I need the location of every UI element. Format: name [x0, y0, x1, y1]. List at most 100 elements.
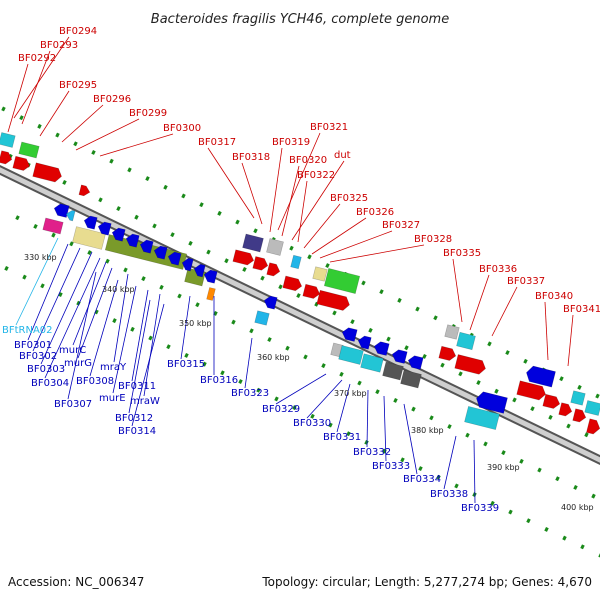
gene-arrow: [167, 251, 182, 266]
gene-arrow: [72, 226, 106, 250]
leader-line: [452, 258, 463, 323]
forward-gene-label: BF0321: [310, 122, 348, 133]
gene-arrow: [32, 162, 62, 183]
forward-gene-label: BF0295: [59, 80, 97, 91]
tick-mark: [296, 293, 301, 299]
gene-arrow: [97, 221, 112, 236]
tick-mark: [127, 167, 132, 173]
gene-arrow: [111, 227, 126, 242]
tick-mark: [379, 289, 384, 295]
reverse-gene-label: BF0332: [353, 447, 391, 458]
tick-mark: [69, 241, 74, 247]
tick-mark: [231, 319, 236, 325]
tick-mark: [292, 405, 297, 411]
gene-arrow: [357, 335, 372, 350]
forward-gene-label: BF0294: [59, 26, 97, 37]
tick-mark: [33, 223, 38, 229]
reverse-gene-label: BF0330: [293, 418, 331, 429]
leader-line: [131, 289, 149, 382]
leader-line: [44, 257, 101, 379]
gene-arrow: [516, 380, 546, 401]
tick-mark: [123, 267, 128, 273]
tick-mark: [454, 483, 459, 489]
tick-mark: [447, 424, 452, 429]
reverse-gene-label: BF0301: [14, 340, 52, 351]
tick-mark: [109, 158, 114, 164]
reverse-gene-label: BF0308: [76, 376, 114, 387]
leader-line: [269, 147, 283, 233]
tick-mark: [177, 293, 182, 299]
gene-arrow: [78, 184, 91, 197]
reverse-gene-label: BF0304: [31, 378, 69, 389]
tick-mark: [555, 476, 560, 482]
gene-arrow: [316, 289, 350, 311]
gene-arrow: [252, 256, 269, 271]
tick-mark: [303, 354, 308, 360]
tick-mark: [238, 379, 243, 384]
tick-mark: [487, 341, 492, 347]
tick-mark: [224, 258, 229, 264]
gene-arrow: [263, 295, 278, 310]
genome-backbone: [0, 165, 600, 465]
gene-arrow: [584, 400, 600, 416]
reverse-gene-label: BF0312: [115, 413, 153, 424]
tick-mark: [22, 274, 27, 280]
tick-mark: [422, 353, 427, 359]
tick-mark: [357, 380, 362, 386]
gene-arrow: [139, 239, 154, 254]
forward-gene-label: BF0299: [129, 108, 167, 119]
leader-line: [277, 132, 321, 231]
leader-line: [61, 104, 104, 143]
gene-arrow: [254, 310, 270, 326]
gene-arrow: [558, 402, 573, 417]
tick-mark: [350, 319, 355, 325]
gene-arrow: [400, 369, 422, 389]
tick-mark: [256, 387, 261, 393]
gene-arrow: [0, 132, 16, 148]
forward-gene-label: BF0328: [414, 234, 452, 245]
leader-line: [383, 395, 387, 462]
leader-line: [443, 435, 457, 490]
forward-gene-label: BF0320: [289, 155, 327, 166]
tick-mark: [51, 232, 56, 238]
leader-line: [112, 285, 137, 394]
gene-arrow: [373, 341, 390, 356]
reverse-gene-label: BF0302: [19, 351, 57, 362]
reverse-gene-label: BF0316: [200, 375, 238, 386]
forward-gene-label: BF0293: [40, 40, 78, 51]
tick-mark: [566, 423, 571, 429]
gene-arrow: [193, 263, 206, 278]
tick-mark: [15, 215, 20, 221]
tick-mark: [505, 350, 510, 356]
leader-line: [67, 271, 97, 400]
gene-arrow: [206, 287, 216, 301]
scale-label: 360 kbp: [257, 353, 290, 362]
tick-mark: [249, 328, 254, 334]
scale-label: 400 kbp: [561, 503, 594, 512]
tick-mark: [152, 223, 157, 229]
leader-line: [469, 274, 490, 331]
leader-line: [75, 118, 140, 151]
gene-arrow: [290, 254, 302, 270]
reverse-gene-label: BF0333: [372, 461, 410, 472]
tick-mark: [548, 414, 553, 420]
tick-mark: [328, 422, 333, 428]
leader-line: [366, 389, 369, 448]
tick-mark: [591, 493, 596, 499]
leader-line: [403, 403, 418, 475]
reverse-gene-label: BF0331: [323, 432, 361, 443]
tick-mark: [94, 309, 99, 315]
tick-mark: [537, 467, 542, 473]
tick-mark: [289, 245, 294, 251]
leader-line: [281, 165, 300, 237]
accession-text: Accession: NC_006347: [8, 575, 144, 589]
leader-line: [39, 90, 70, 137]
tick-mark: [325, 263, 330, 269]
tick-mark: [501, 450, 506, 456]
scale-label: 390 kbp: [487, 463, 520, 472]
gene-arrow: [266, 262, 281, 277]
tick-mark: [112, 318, 117, 324]
tick-mark: [163, 184, 168, 190]
leader-line: [143, 293, 161, 397]
tick-mark: [40, 283, 45, 289]
